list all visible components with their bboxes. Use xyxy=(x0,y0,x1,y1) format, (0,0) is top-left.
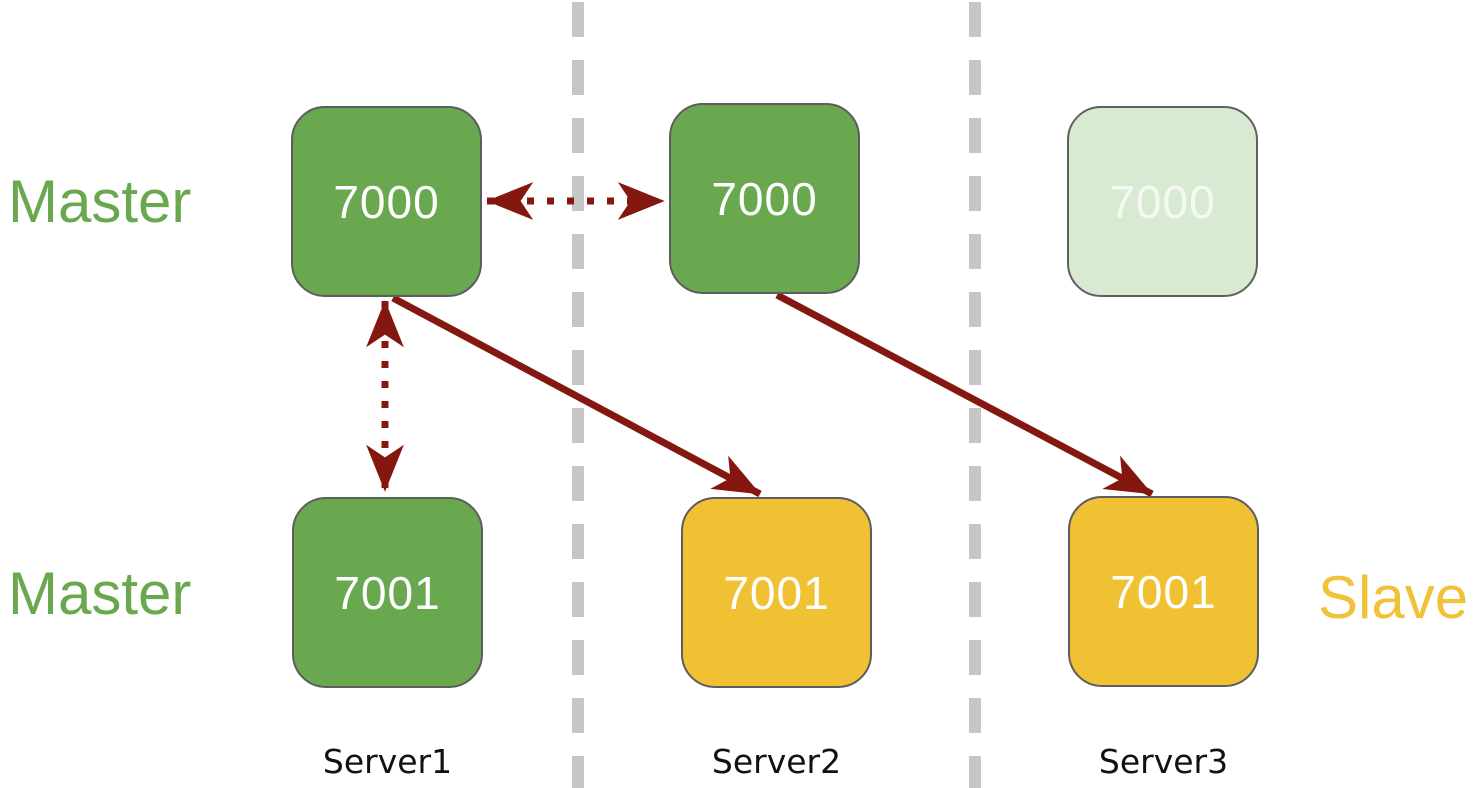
slave-row-label: Slave xyxy=(1318,564,1469,631)
node-server2-7001: 7001 xyxy=(681,497,872,688)
node-port-label: 7001 xyxy=(1110,565,1217,618)
node-port-label: 7000 xyxy=(711,172,818,225)
node-port-label: 7001 xyxy=(334,566,441,619)
edge-solid-server1-7000-server2-7001 xyxy=(391,294,762,498)
node-port-label: 7000 xyxy=(333,175,440,228)
server2-caption: Server2 xyxy=(711,742,842,781)
master-row-label-bottom: Master xyxy=(8,560,192,627)
node-server2-7000: 7000 xyxy=(669,103,860,294)
node-server1-7000: 7000 xyxy=(291,106,482,297)
node-port-label: 7000 xyxy=(1109,175,1216,228)
master-row-label-top: Master xyxy=(8,168,192,235)
node-server3-7001: 7001 xyxy=(1068,496,1259,687)
server1-caption: Server1 xyxy=(322,742,453,781)
node-server3-7000-faded: 7000 xyxy=(1067,106,1258,297)
edge-solid-server2-7000-server3-7001 xyxy=(775,291,1154,498)
server3-caption: Server3 xyxy=(1098,742,1229,781)
node-port-label: 7001 xyxy=(723,566,830,619)
node-server1-7001: 7001 xyxy=(292,497,483,688)
